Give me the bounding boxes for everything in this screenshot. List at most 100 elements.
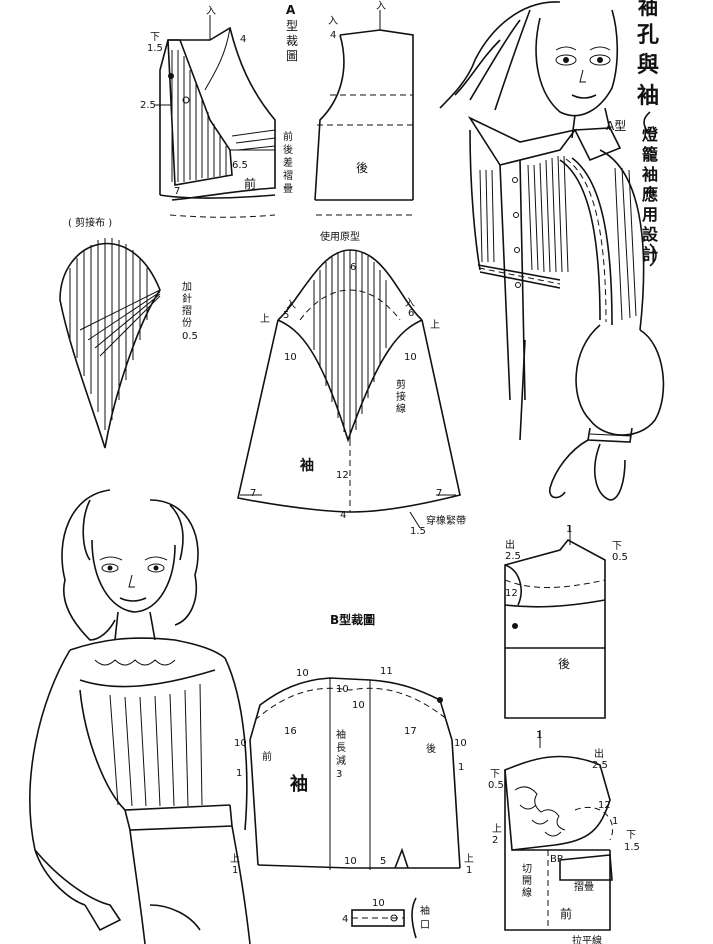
page-title: 袖 孔 與 袖 bbox=[637, 0, 659, 109]
cut-line-char: 接 bbox=[396, 390, 406, 403]
label-bottom-line: 拉平線 bbox=[572, 934, 602, 944]
cut-open-char: 開 bbox=[522, 875, 532, 887]
label-up: 上 bbox=[430, 319, 440, 331]
type-a-label: A型 bbox=[606, 119, 626, 133]
label-in: 入 bbox=[286, 300, 296, 311]
note-char: 摺 bbox=[182, 304, 192, 317]
note-char: 針 bbox=[182, 292, 192, 305]
label-1-5: 1.5 bbox=[624, 842, 640, 853]
label-4: 4 bbox=[240, 34, 246, 45]
page-subtitle: 燈 籠 袖 應 用 設 計 bbox=[642, 111, 659, 267]
label-4: 4 bbox=[330, 30, 336, 41]
label-16: 16 bbox=[284, 726, 297, 737]
cut-open-char: 切 bbox=[522, 863, 532, 875]
subtitle-char: 籠 bbox=[642, 145, 658, 164]
label-6-5: 6.5 bbox=[232, 160, 248, 171]
note-char: 份 bbox=[182, 317, 192, 329]
label-1: 1 bbox=[612, 816, 618, 827]
label-1: 1 bbox=[458, 762, 464, 773]
label-10: 10 bbox=[284, 352, 297, 363]
label-in: 入 bbox=[405, 298, 415, 309]
gathers bbox=[109, 683, 203, 807]
pleat-note-char: 疊 bbox=[283, 183, 293, 195]
length-char: 減 bbox=[336, 754, 346, 767]
illustration-woman-a: A型 bbox=[439, 1, 665, 501]
subtitle-char: 燈 bbox=[642, 125, 659, 144]
label-10: 10 bbox=[352, 700, 365, 711]
note-char: 加 bbox=[182, 281, 192, 293]
label-front: 前 bbox=[560, 906, 572, 921]
label-up: 上 bbox=[464, 853, 474, 865]
label-12: 12 bbox=[598, 800, 611, 811]
pleat-note: 前 後 差 褶 疊 bbox=[283, 130, 293, 195]
label-front: 前 bbox=[262, 750, 272, 763]
label-10: 10 bbox=[234, 738, 247, 749]
label-6: 6 bbox=[350, 262, 356, 273]
subtitle-char: 袖 bbox=[642, 165, 658, 184]
pattern-piece-stripes bbox=[69, 238, 148, 430]
label-2-5: 2.5 bbox=[505, 551, 521, 562]
front-bodice-a: 下 1.5 2.5 入 4 6.5 7 前 前 後 差 褶 疊 bbox=[140, 6, 293, 218]
title-char: 與 bbox=[637, 52, 659, 78]
label-10: 10 bbox=[296, 668, 309, 679]
sleeve-b-title: B型裁圖 bbox=[330, 612, 375, 627]
pattern-piece-label: ( 剪接布 ) bbox=[68, 216, 112, 229]
sleeve-pleats bbox=[614, 167, 637, 321]
length-char: 長 bbox=[336, 742, 346, 754]
label-in: 入 bbox=[206, 6, 216, 17]
pleat-note-char: 後 bbox=[283, 143, 293, 156]
label-0-5: 0.5 bbox=[612, 552, 628, 563]
bodice-b-back: 1 出 2.5 下 0.5 12 後 bbox=[504, 524, 628, 719]
label-in: 入 bbox=[328, 16, 338, 27]
title-char: 袖 bbox=[637, 83, 659, 109]
cuff-char: 口 bbox=[420, 920, 430, 931]
label-1-5: 1.5 bbox=[410, 526, 426, 537]
subtitle-char: 設 bbox=[642, 225, 659, 244]
label-10: 10 bbox=[344, 856, 357, 867]
label-1: 1 bbox=[232, 865, 238, 876]
cuff-char: 袖 bbox=[420, 904, 430, 917]
sleeve-center-label: 袖 bbox=[300, 457, 314, 474]
label-down: 下 bbox=[612, 541, 622, 552]
label-front: 前 bbox=[244, 176, 256, 191]
sleeve-center-label: 袖 bbox=[290, 773, 308, 795]
label-7: 7 bbox=[174, 186, 180, 197]
label-up: 上 bbox=[260, 313, 270, 325]
label-up: 上 bbox=[492, 823, 502, 835]
label-bp: BP bbox=[550, 854, 563, 865]
label-5: 5 bbox=[283, 310, 289, 321]
cut-label-char: 圖 bbox=[286, 49, 298, 63]
illustration-woman-b bbox=[29, 489, 251, 944]
sleeve-b-diagram: B型裁圖 10 11 10 10 16 17 10 1 10 1 前 後 袖 袖… bbox=[230, 612, 474, 939]
label-4: 4 bbox=[342, 914, 348, 925]
length-char: 3 bbox=[336, 769, 342, 780]
label-10: 10 bbox=[336, 684, 349, 695]
label-10: 10 bbox=[372, 898, 385, 909]
label-2-5: 2.5 bbox=[140, 100, 156, 111]
label-7: 7 bbox=[436, 488, 442, 499]
cut-line-char: 剪 bbox=[396, 378, 406, 391]
length-char: 袖 bbox=[336, 728, 346, 741]
subtitle-char: 應 bbox=[642, 185, 658, 204]
sleeve-a-title: 使用原型 bbox=[320, 230, 360, 243]
back-bodice-a: 入 入 4 後 bbox=[314, 1, 414, 216]
label-out: 出 bbox=[594, 747, 604, 760]
label-10: 10 bbox=[454, 738, 467, 749]
label-back: 後 bbox=[558, 657, 570, 671]
front-pleat-stripes bbox=[171, 50, 227, 182]
bodice-b-front: 1 出 2.5 下 0.5 12 1 下 1.5 上 2 BP 切 開 線 摺疊… bbox=[488, 730, 640, 944]
label-pleat-fold: 摺疊 bbox=[574, 880, 594, 893]
bodice-pleats bbox=[479, 155, 569, 273]
title-char: 孔 bbox=[637, 23, 659, 48]
label-down: 下 bbox=[490, 769, 500, 780]
title-char: 袖 bbox=[638, 0, 658, 19]
label-11: 11 bbox=[380, 666, 393, 677]
cut-label-char: A bbox=[286, 3, 296, 17]
sleeve-length-note: 袖 長 減 3 bbox=[336, 728, 346, 780]
label-1: 1 bbox=[236, 768, 242, 779]
cut-label-char: 型 bbox=[286, 19, 298, 33]
elastic-note: 穿橡緊帶 bbox=[426, 514, 466, 527]
label-5: 5 bbox=[380, 856, 386, 867]
label-17: 17 bbox=[404, 726, 417, 737]
